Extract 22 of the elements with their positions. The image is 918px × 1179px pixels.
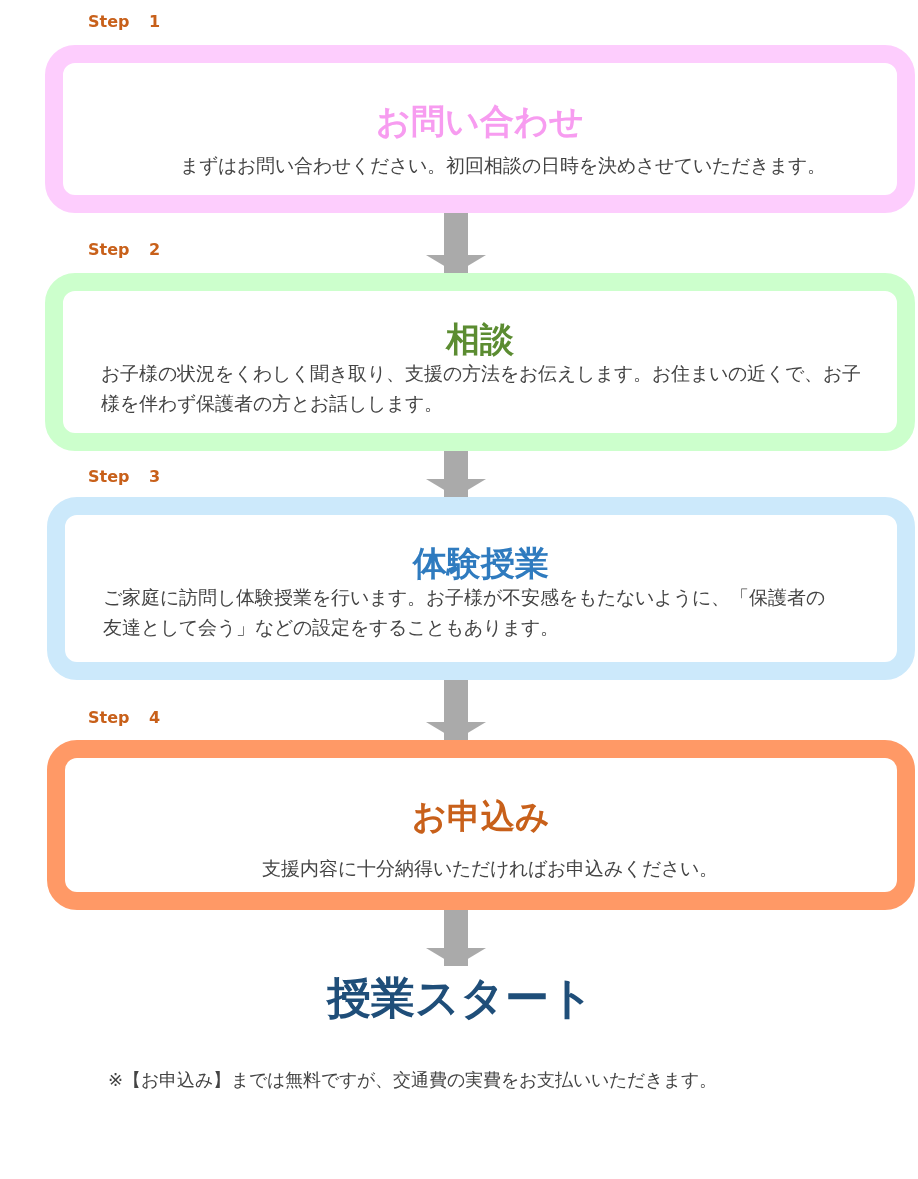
step-title: お申込み — [411, 796, 551, 836]
step-box — [45, 45, 915, 213]
footnote: ※【お申込み】までは無料ですが、交通費の実費をお支払いいただきます。 — [108, 1068, 718, 1092]
step-description: まずはお問い合わせください。初回相談の日時を決めさせていただきます。 — [179, 154, 827, 178]
final-step-text: 授業スタート — [240, 966, 680, 1030]
arrow — [426, 910, 486, 966]
step-description: ご家庭に訪問し体験授業を行います。お子様が不安感をもたないように、「保護者の友達として会う」などの設定をすることもあります。 — [103, 586, 826, 640]
step-box — [47, 740, 915, 910]
step-label: Step 1 — [88, 12, 161, 31]
step-title: お問い合わせ — [375, 101, 585, 141]
step-label: Step 3 — [88, 467, 161, 486]
arrow — [426, 213, 486, 273]
step-description: お子様の状況をくわしく聞き取り、支援の方法をお伝えします。お住まいの近くで、お子様を伴わず保護者の方とお話しします。 — [101, 362, 861, 416]
step-title: 相談 — [444, 319, 515, 359]
step-box — [45, 273, 915, 451]
step-description: 支援内容に十分納得いただければお申込みください。 — [261, 857, 719, 881]
arrow — [426, 451, 486, 497]
arrow — [426, 680, 486, 740]
step-label: Step 2 — [88, 240, 161, 259]
step-box — [47, 497, 915, 680]
step-label: Step 4 — [88, 708, 161, 727]
step-title: 体験授業 — [411, 543, 550, 583]
